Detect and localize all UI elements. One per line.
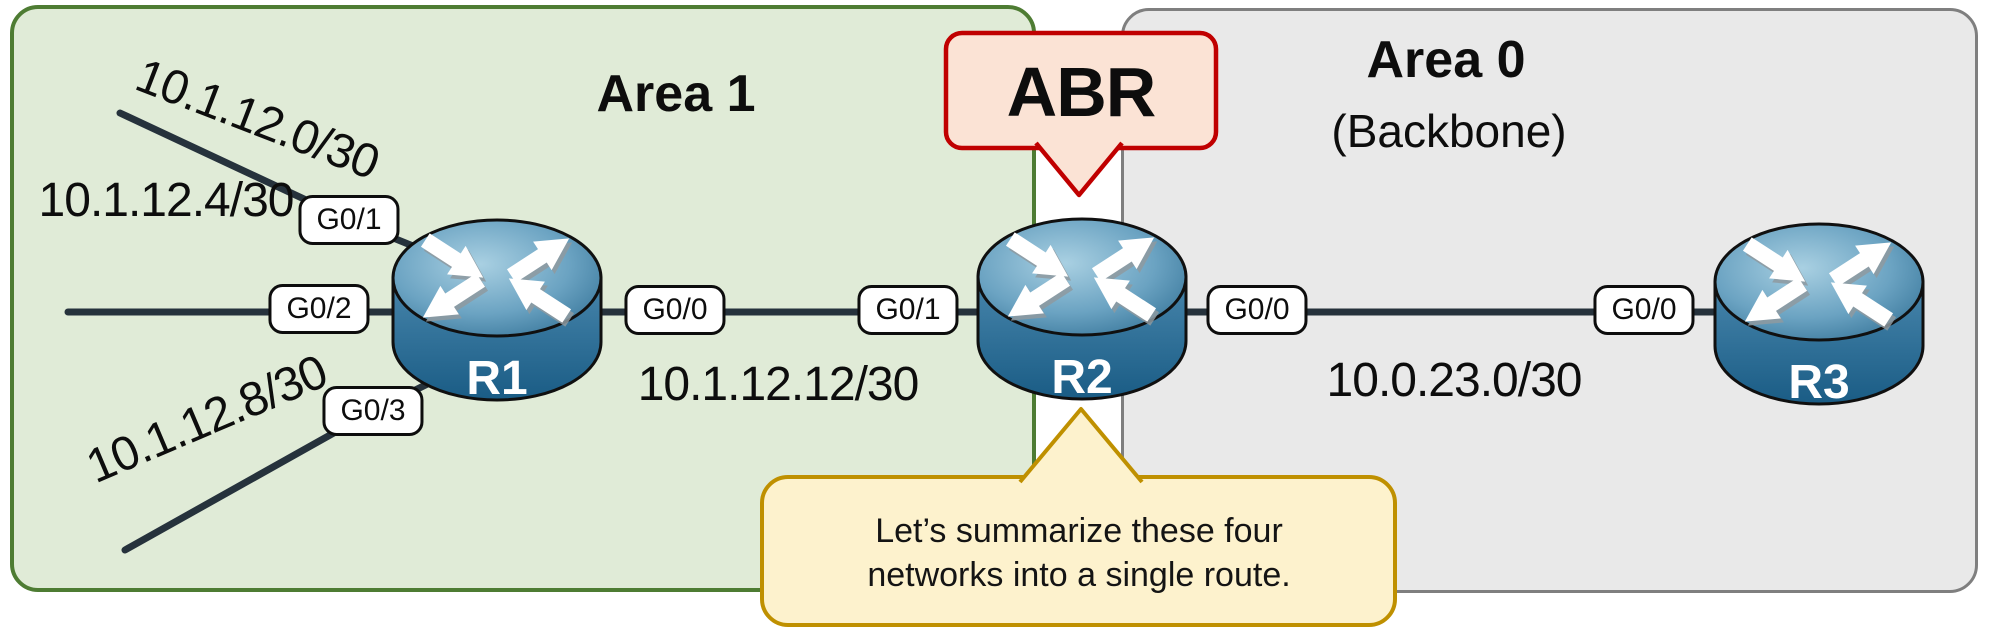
network-label-10-1-12-12: 10.1.12.12/30 — [637, 358, 920, 411]
area0-title: Area 0 — [1366, 31, 1526, 89]
area1-title: Area 1 — [596, 65, 756, 123]
summary-callout-line1: Let’s summarize these four — [875, 512, 1283, 550]
router-r3: R3 — [1711, 218, 1927, 410]
network-label-10-0-23-0: 10.0.23.0/30 — [1326, 354, 1583, 407]
network-label-10-1-12-4: 10.1.12.4/30 — [38, 174, 295, 227]
interface-label-r1-g0-1: G0/1 — [298, 195, 400, 245]
interface-label-r1-g0-2: G0/2 — [268, 284, 370, 334]
abr-callout-label: ABR — [1006, 53, 1157, 131]
interface-label-r1-g0-3: G0/3 — [322, 386, 424, 436]
area0-subtitle: (Backbone) — [1331, 105, 1567, 157]
router-r1-name: R1 — [466, 352, 527, 405]
summary-callout-pointer — [1018, 407, 1144, 484]
interface-label-r2-g0-1: G0/1 — [857, 285, 959, 335]
interface-label-r2-g0-0: G0/0 — [1206, 285, 1308, 335]
router-r3-name: R3 — [1788, 356, 1849, 409]
interface-label-r1-g0-0: G0/0 — [624, 285, 726, 335]
router-r2-name: R2 — [1051, 351, 1112, 404]
abr-callout-pointer — [1034, 141, 1124, 198]
summary-callout-text: Let’s summarize these four networks into… — [867, 509, 1290, 597]
interface-label-r3-g0-0: G0/0 — [1593, 285, 1695, 335]
summary-callout-line2: networks into a single route. — [867, 556, 1291, 594]
router-r1: R1 — [389, 214, 605, 406]
router-r2: R2 — [974, 213, 1190, 405]
